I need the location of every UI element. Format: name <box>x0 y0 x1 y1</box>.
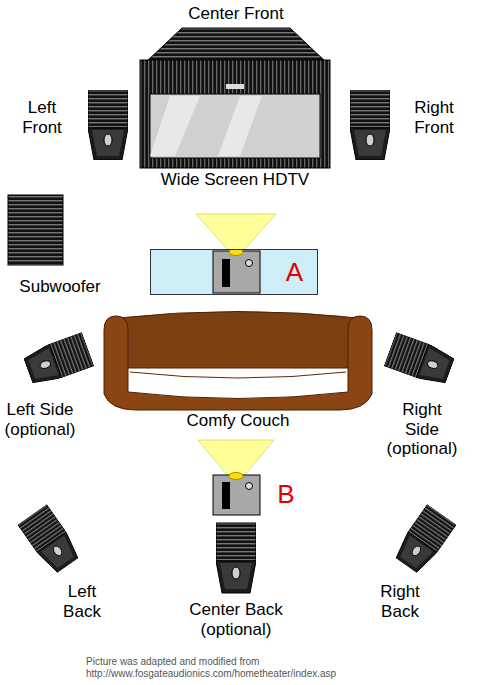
speaker-label: Center Front <box>188 4 283 24</box>
right-side-speaker <box>384 332 456 387</box>
speaker-label: Right Front <box>414 98 454 137</box>
couch <box>104 312 372 411</box>
right-back-speaker <box>392 504 457 575</box>
speaker-label: Left Front <box>22 98 62 137</box>
node-text: Wide Screen HDTV <box>140 170 330 190</box>
hdtv-screen <box>140 60 330 168</box>
position-marker: B <box>277 480 294 510</box>
projector-table: A <box>150 249 318 295</box>
node-text: A <box>151 258 303 288</box>
speaker-label: Right Side (optional) <box>387 400 458 459</box>
couch-label: Comfy Couch <box>187 411 290 431</box>
center-back-speaker <box>216 523 256 593</box>
light-cone <box>196 214 276 250</box>
left-side-speaker <box>22 332 94 387</box>
speaker-label: Subwoofer <box>19 277 100 297</box>
center-front-speaker <box>146 28 326 62</box>
subwoofer-box <box>8 195 63 265</box>
projector-b <box>198 440 274 515</box>
hdtv: Wide Screen HDTV <box>140 60 330 192</box>
left-back-speaker <box>18 504 83 575</box>
left-front-speaker <box>88 90 128 160</box>
speaker-label: Right Back <box>380 582 420 621</box>
speaker-label: Left Side (optional) <box>5 400 76 439</box>
speaker-label: Left Back <box>63 582 101 621</box>
source-note: Picture was adapted and modified from ht… <box>86 656 386 679</box>
speaker-label: Center Back (optional) <box>176 600 296 639</box>
right-front-speaker <box>350 90 390 160</box>
